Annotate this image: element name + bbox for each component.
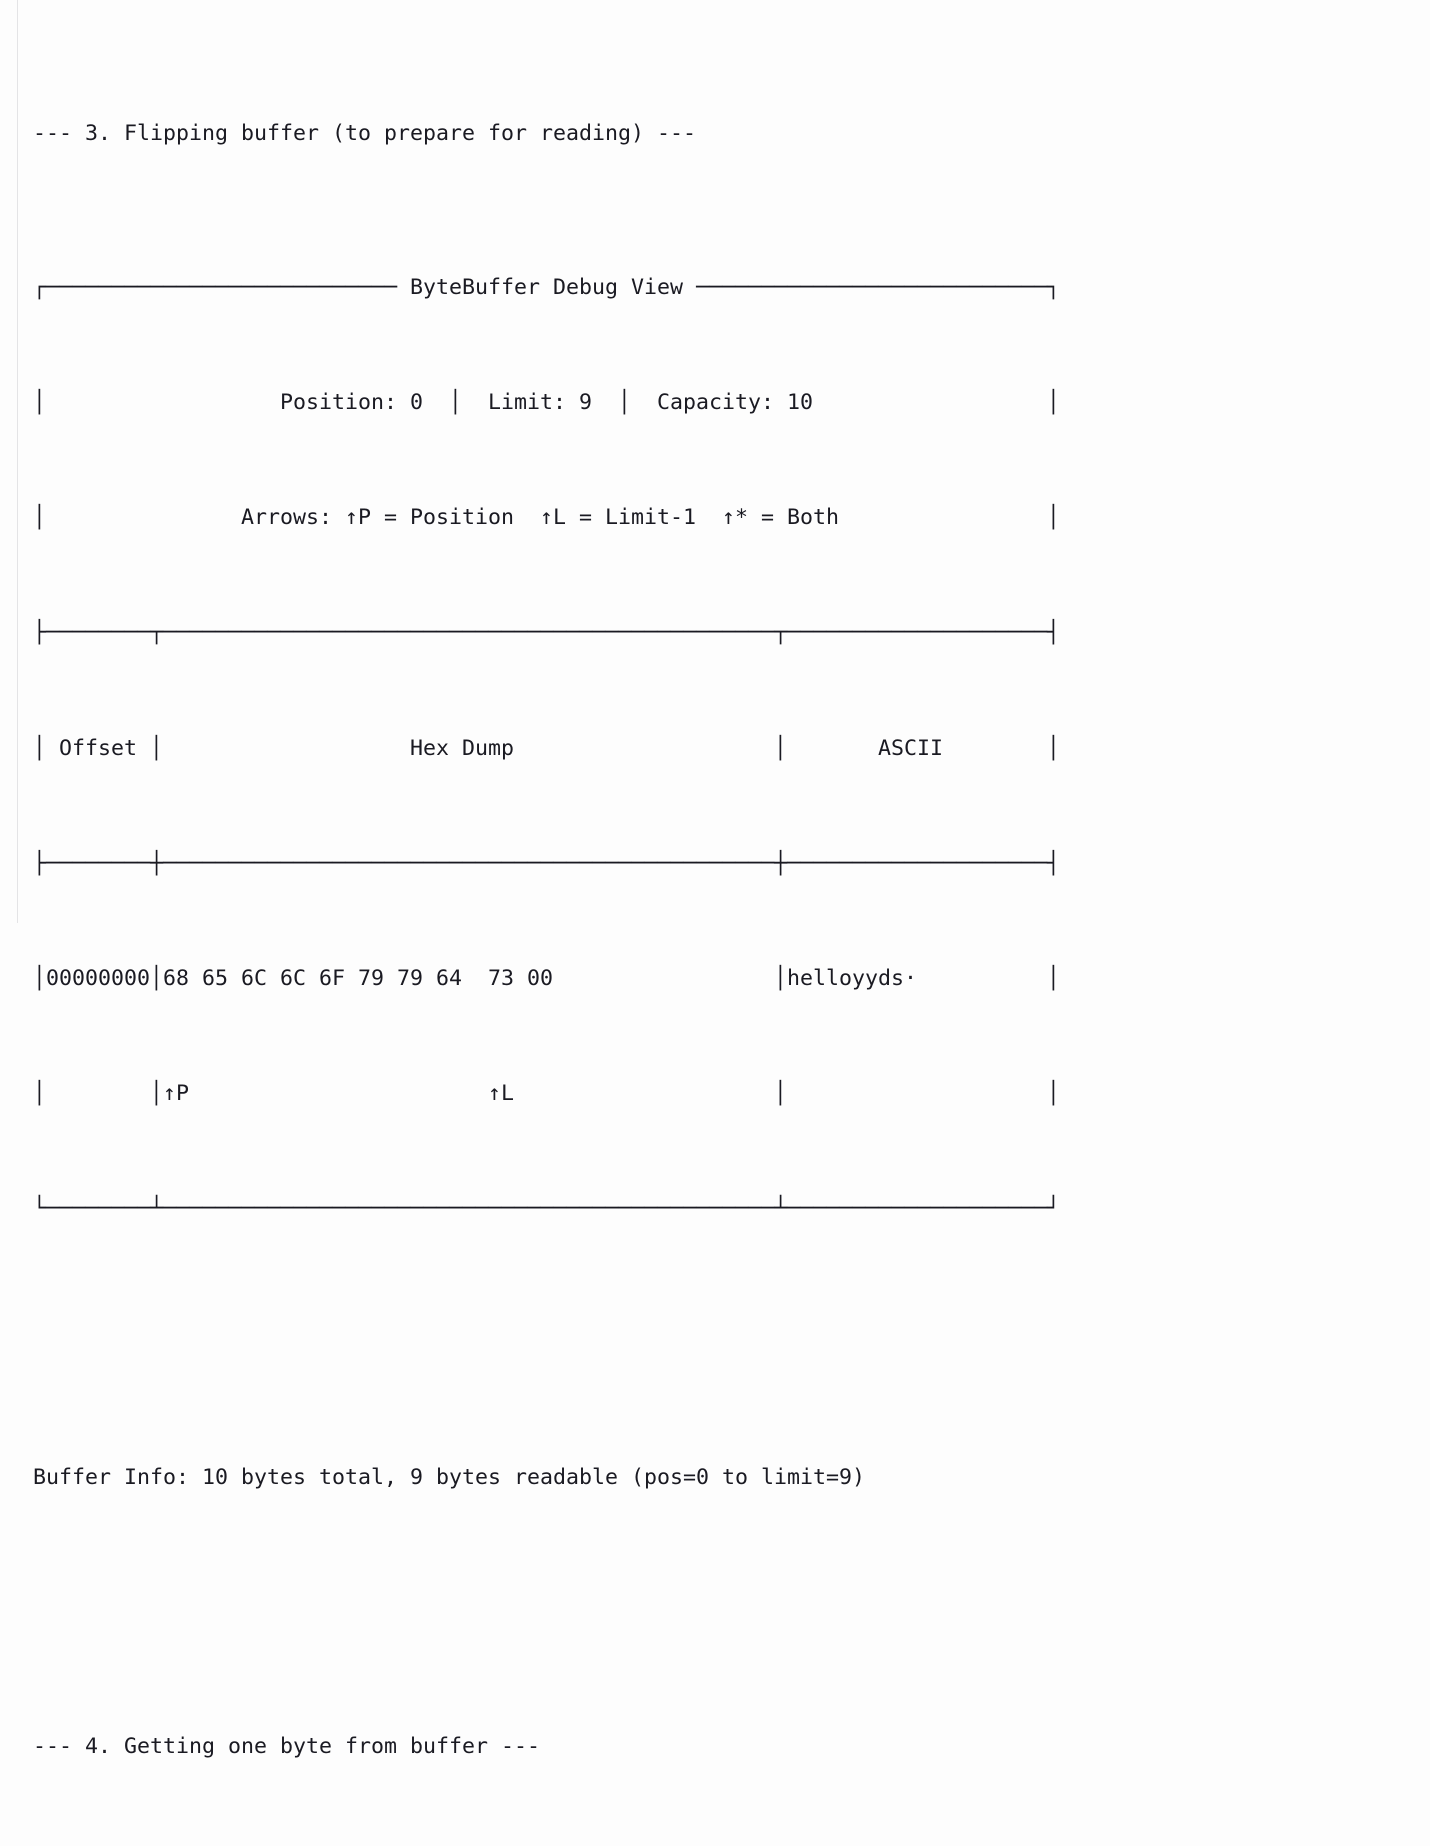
hexdump-data-row-1: │00000000│68 65 6C 6C 6F 79 79 64 73 00 … (33, 966, 1061, 992)
buffer-status-line-1: │ Position: 0 │ Limit: 9 │ Capacity: 10 … (33, 390, 1061, 416)
spacer (33, 1344, 1430, 1382)
buffer-info-line: Buffer Info: 10 bytes total, 9 bytes rea… (33, 1465, 866, 1491)
table-header-rule-1: ├────────┼──────────────────────────────… (33, 850, 1061, 876)
terminal-output: --- 3. Flipping buffer (to prepare for r… (33, 0, 1430, 1846)
table-column-headers-1: │ Offset │ Hex Dump │ ASCII │ (33, 735, 1061, 761)
pointer-arrow-row-1: │ │↑P ↑L │ │ (33, 1081, 1061, 1107)
table-top-rule-1: ├────────┬──────────────────────────────… (33, 620, 1061, 646)
section-heading-3: --- 3. Flipping buffer (to prepare for r… (33, 121, 697, 147)
editor-gutter-divider (17, 0, 18, 923)
arrows-legend-line-1: │ Arrows: ↑P = Position ↑L = Limit-1 ↑* … (33, 505, 1061, 531)
section-heading-4: --- 4. Getting one byte from buffer --- (33, 1734, 541, 1760)
box-bottom-border-1: └────────┴──────────────────────────────… (33, 1196, 1061, 1222)
box-top-border-1: ┌─────────────────────────── ByteBuffer … (33, 274, 1061, 300)
spacer (33, 1574, 1430, 1612)
